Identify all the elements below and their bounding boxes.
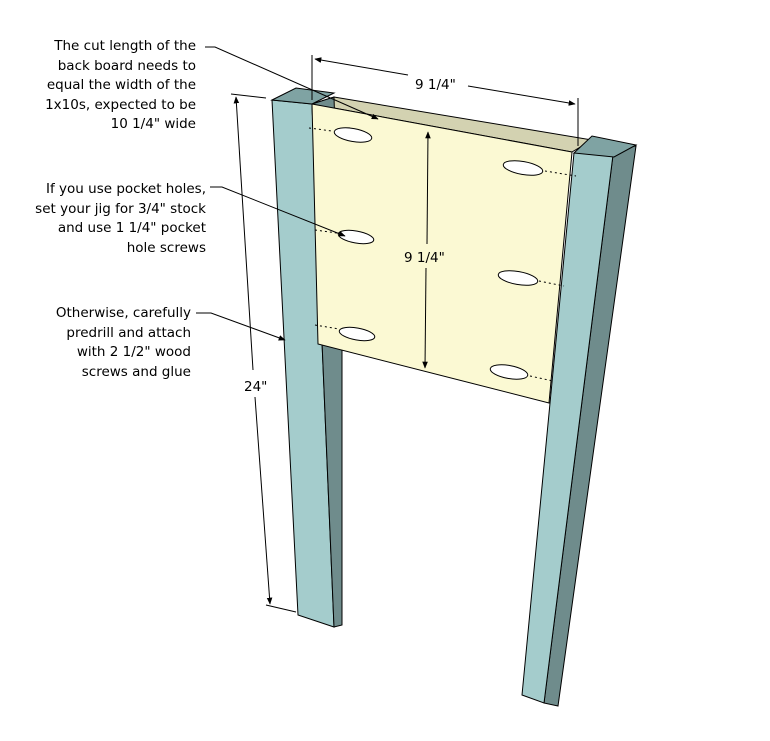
note-line: hole screws xyxy=(126,239,206,256)
note-line: back board needs to xyxy=(57,57,196,74)
screw-paths xyxy=(308,127,577,382)
right-leg-top xyxy=(572,135,638,158)
note-line: Otherwise, carefully xyxy=(55,305,191,321)
leg-length-label: 24" xyxy=(244,379,267,395)
note-line: and use 1 1/4" pocket xyxy=(57,220,206,236)
pocket-hole xyxy=(502,160,544,176)
otherwise-note: Otherwise, carefully predrill and attach… xyxy=(56,304,191,382)
width-dimension xyxy=(311,55,579,146)
left-leg-top xyxy=(270,87,336,105)
note-line: 1x10s, expected to be xyxy=(45,96,196,113)
note-line: The cut length of the xyxy=(54,38,196,54)
pocket-hole xyxy=(338,326,376,342)
leader-otherwise xyxy=(196,312,286,341)
height-dimension-label: 9 1/4" xyxy=(404,250,445,266)
pocket-hole xyxy=(497,270,539,286)
leader-lines xyxy=(196,46,379,341)
pocket-holes-note: If you use pocket holes, set your jig fo… xyxy=(35,180,206,258)
note-line: screws and glue xyxy=(81,363,191,380)
note-line: predrill and attach xyxy=(66,324,191,341)
leg-length-dimension xyxy=(230,93,297,613)
note-line: with 2 1/2" wood xyxy=(76,344,191,360)
back-board-note: The cut length of the back board needs t… xyxy=(45,37,196,135)
pocket-hole xyxy=(333,127,373,143)
note-line: 10 1/4" wide xyxy=(110,116,196,132)
width-dimension-label: 9 1/4" xyxy=(415,77,456,93)
note-line: set your jig for 3/4" stock xyxy=(35,200,206,217)
leader-back-board xyxy=(205,46,379,120)
note-line: If you use pocket holes, xyxy=(46,181,206,197)
back-board-face xyxy=(311,103,573,404)
pocket-holes xyxy=(333,127,544,380)
pocket-hole xyxy=(489,364,529,380)
note-line: equal the width of the xyxy=(46,77,196,93)
height-dimension xyxy=(422,131,431,369)
leader-pocket-holes xyxy=(210,186,346,237)
